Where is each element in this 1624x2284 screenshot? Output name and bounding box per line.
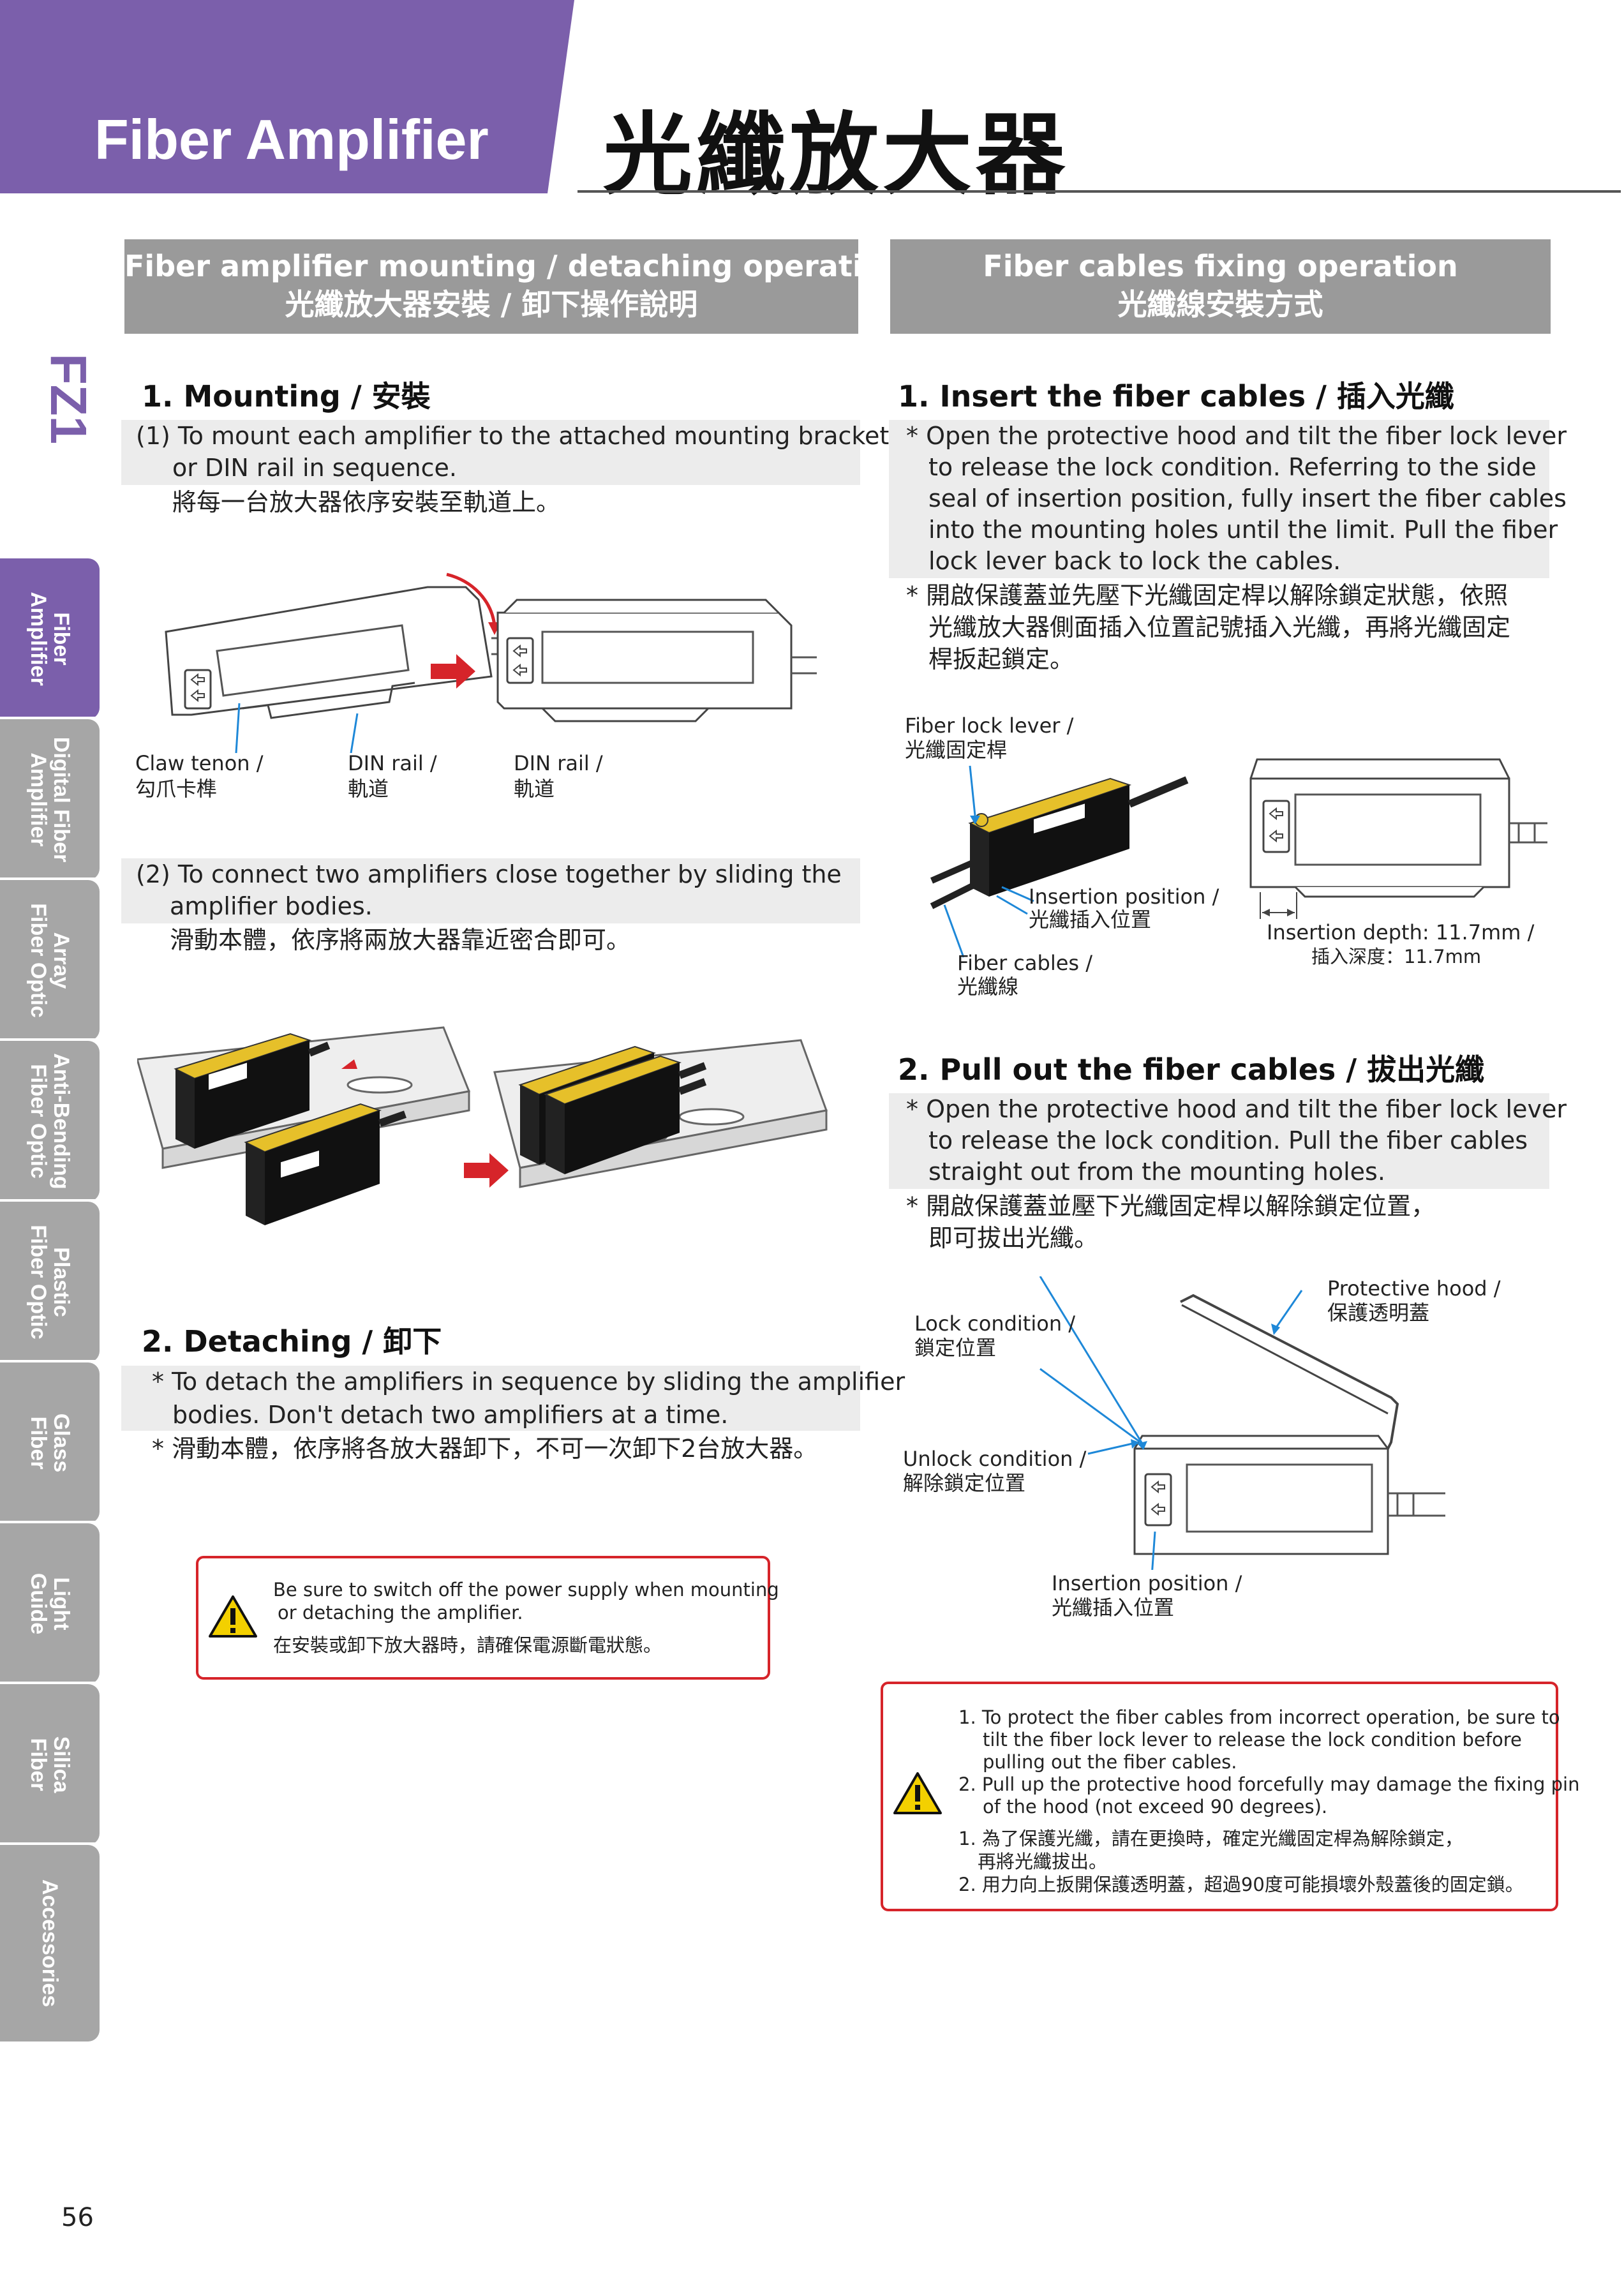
label-hood-en: Protective hood / [1327,1276,1501,1301]
warning-power-line1: Be sure to switch off the power supply w… [273,1579,779,1601]
label-din1-zh: 軌道 [348,777,389,801]
detach-line2: bodies. Don't detach two amplifiers at a… [172,1401,729,1429]
header-rule [577,190,1621,193]
header-title-zh: 光纖放大器 [603,103,1069,207]
warning-fiber-zh-2: 再將光纖拔出。 [978,1851,1108,1872]
header-banner [0,0,574,193]
heading-detaching: 2. Detaching / 卸下 [142,1324,442,1359]
mounting-diagram [165,572,817,753]
warning-fiber-en-3: pulling out the fiber cables. [983,1751,1237,1773]
insert-en-1: * Open the protective hood and tilt the … [906,422,1567,450]
highlight-band [889,420,1549,578]
label-insertion-zh: 光纖插入位置 [1029,907,1152,932]
insert-zh-2: 光纖放大器側面插入位置記號插入光纖，再將光纖固定 [928,613,1511,641]
label-lever-zh: 光纖固定桿 [905,738,1008,762]
detach-line1: * To detach the amplifiers in sequence b… [152,1368,905,1396]
warning-fiber-zh-3: 2. 用力向上扳開保護透明蓋，超過90度可能損壞外殼蓋後的固定鎖。 [958,1874,1524,1895]
label-unlock-zh: 解除鎖定位置 [903,1471,1026,1495]
tab-accessories[interactable]: Accessories [0,1845,100,2041]
label-cables-zh: 光纖線 [957,974,1019,999]
mount-step1-line2: or DIN rail in sequence. [172,454,457,482]
pull-en-3: straight out from the mounting holes. [928,1158,1385,1186]
pull-en-2: to release the lock condition. Pull the … [928,1126,1528,1154]
warning-fiber-en-4: 2. Pull up the protective hood forcefull… [958,1773,1580,1795]
label-lever-en: Fiber lock lever / [905,713,1074,738]
label-claw-en: Claw tenon / [135,751,264,775]
label-din1-en: DIN rail / [348,751,437,775]
warning-fiber-en-1: 1. To protect the fiber cables from inco… [958,1706,1560,1728]
heading-mounting: 1. Mounting / 安裝 [142,379,431,414]
warning-fiber-zh-1: 1. 為了保護光纖，請在更換時，確定光纖固定桿為解除鎖定， [958,1828,1463,1849]
label-hood-zh: 保護透明蓋 [1327,1301,1430,1325]
heading-pull: 2. Pull out the fiber cables / 拔出光纖 [898,1052,1485,1087]
warning-power [196,1556,770,1680]
page-number: 56 [61,2203,94,2232]
highlight-band [121,1366,860,1431]
label-pull-insertion-zh: 光纖插入位置 [1052,1595,1175,1620]
pull-en-1: * Open the protective hood and tilt the … [906,1095,1567,1123]
warning-fiber-en-2: tilt the fiber lock lever to release the… [983,1729,1522,1750]
insert-en-3: seal of insertion position, fully insert… [928,484,1567,512]
warning-triangle-icon [209,1595,257,1638]
warning-fiber [881,1682,1558,1911]
mount-step2-line1: (2) To connect two amplifiers close toge… [136,860,842,888]
label-cables-en: Fiber cables / [957,951,1093,975]
label-insertion-en: Insertion position / [1029,884,1219,909]
header-title-en: Fiber Amplifier [94,108,489,171]
mount-step1-zh: 將每一台放大器依序安裝至軌道上。 [172,488,561,516]
mount-step2-zh: 滑動本體，依序將兩放大器靠近密合即可。 [170,926,631,954]
label-lock-zh: 鎖定位置 [914,1336,997,1360]
insert-zh-1: * 開啟保護蓋並先壓下光纖固定桿以解除鎖定狀態，依照 [906,581,1509,609]
warning-fiber-en-5: of the hood (not exceed 90 degrees). [983,1796,1328,1817]
highlight-band [889,1093,1549,1189]
warning-power-zh: 在安裝或卸下放大器時，請確保電源斷電狀態。 [273,1634,662,1656]
label-claw-zh: 勾爪卡榫 [135,777,218,801]
label-depth-en: Insertion depth: 11.7mm / [1267,920,1535,944]
label-lock-en: Lock condition / [914,1311,1076,1336]
insert-zh-3: 桿扳起鎖定。 [928,645,1075,673]
hood-diagram [1039,1276,1445,1570]
warning-power-line2: or detaching the amplifier. [278,1602,523,1623]
insert-en-4: into the mounting holes until the limit.… [928,516,1558,544]
highlight-band [121,420,860,485]
sliding-diagram [137,1026,828,1225]
label-depth-zh: 插入深度：11.7mm [1311,946,1482,967]
pull-zh-1: * 開啟保護蓋並壓下光纖固定桿以解除鎖定位置， [906,1192,1436,1220]
insert-en-2: to release the lock condition. Referring… [928,453,1537,481]
label-din2-zh: 軌道 [514,777,555,801]
pull-zh-2: 即可拔出光纖。 [928,1224,1099,1252]
label-unlock-en: Unlock condition / [903,1447,1087,1471]
section-bar-mounting: Fiber amplifier mounting / detaching ope… [124,239,904,334]
mount-step1-line1: (1) To mount each amplifier to the attac… [136,422,890,450]
mount-step2-line2: amplifier bodies. [170,892,373,920]
heading-insert: 1. Insert the fiber cables / 插入光纖 [898,379,1454,414]
product-code: FZ1 [40,353,97,445]
label-din2-en: DIN rail / [514,751,603,775]
detach-zh: * 滑動本體，依序將各放大器卸下，不可一次卸下2台放大器。 [152,1435,818,1463]
label-pull-insertion-en: Insertion position / [1052,1571,1242,1595]
warning-triangle-icon [893,1772,942,1814]
highlight-band [121,858,860,923]
insert-en-5: lock lever back to lock the cables. [928,547,1341,575]
insert-diagram [930,758,1547,958]
